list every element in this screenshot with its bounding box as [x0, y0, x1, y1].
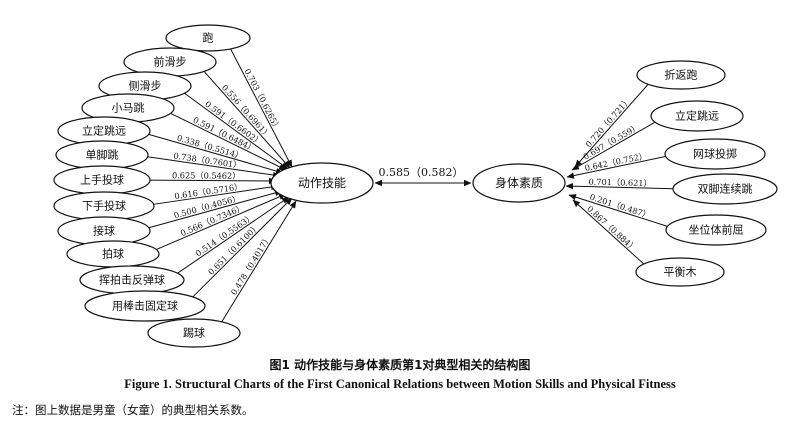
right-node-2-label: 立定跳远 [675, 109, 719, 123]
left-node-13: 踢球 [147, 318, 241, 348]
right-node-1: 折返跑 [636, 60, 726, 90]
left-node-2: 前滑步 [123, 47, 217, 77]
right-node-5-label: 坐位体前屈 [689, 223, 744, 237]
left-node-13-label: 踢球 [183, 326, 205, 340]
left-node-5-label: 立定跳远 [82, 124, 126, 138]
right-node-2-ellipse [650, 100, 744, 132]
edge-left-12 [192, 197, 293, 298]
edge-layer [146, 48, 675, 323]
right-node-1-label: 折返跑 [665, 68, 698, 82]
edge-right-3 [566, 155, 667, 179]
coefficient-layer: 0.703（0.6265）0.556（0.6961）0.591（0.6602）0… [172, 67, 652, 297]
motion-skill-node: 动作技能 [270, 162, 374, 204]
edge-right-2 [571, 121, 656, 171]
left-node-8: 下手投球 [53, 191, 155, 221]
right-node-3-label: 网球投掷 [693, 147, 737, 161]
left-node-12-ellipse [84, 290, 206, 322]
edge-left-2 [203, 70, 291, 169]
edge-left-6 [146, 156, 281, 179]
left-node-9-label: 接球 [93, 224, 115, 238]
left-node-7-label: 上手投球 [80, 173, 124, 187]
edge-right-6 [572, 199, 645, 265]
figure-note: 注：图上数据是男童（女童）的典型相关系数。 [12, 403, 254, 417]
left-node-12: 用棒击固定球 [84, 290, 206, 322]
right-node-1-ellipse [636, 60, 726, 90]
edge-left-1 [230, 48, 293, 168]
left-node-6-label: 单脚跳 [86, 148, 119, 162]
edge-left-11 [176, 196, 290, 275]
edge-right-1 [574, 83, 649, 168]
left-node-13-ellipse [147, 318, 241, 348]
right-node-6: 平衡木 [635, 257, 725, 287]
left-node-4: 小马跳 [81, 93, 175, 123]
left-node-1-label: 跑 [203, 31, 214, 45]
node-layer: 跑前滑步侧滑步小马跳立定跳远单脚跳上手投球下手投球接球拍球挥拍击反弹球用棒击固定… [53, 24, 778, 348]
figure-caption-chinese: 图1 动作技能与身体素质第1对典型相关的结构图 [269, 358, 531, 372]
right-node-3-ellipse [664, 138, 766, 170]
edge-left-10 [155, 193, 287, 251]
right-node-4-ellipse [672, 173, 778, 205]
left-node-5: 立定跳远 [57, 116, 151, 146]
edge-right-5 [568, 194, 669, 228]
right-node-6-label: 平衡木 [664, 266, 697, 279]
left-node-11: 挥拍击反弹球 [79, 265, 185, 295]
right-node-5-ellipse [665, 214, 767, 246]
right-node-3: 网球投掷 [664, 138, 766, 170]
structure-diagram: 跑前滑步侧滑步小马跳立定跳远单脚跳上手投球下手投球接球拍球挥拍击反弹球用棒击固定… [53, 24, 778, 348]
right-node-4: 双脚连续跳 [672, 173, 778, 205]
left-node-4-label: 小马跳 [112, 101, 145, 115]
right-node-4-label: 双脚连续跳 [698, 182, 753, 196]
edge-left-3 [183, 92, 289, 170]
right-node-6-ellipse [635, 257, 725, 287]
left-node-3-label: 侧滑步 [129, 80, 162, 93]
right-node-5: 坐位体前屈 [665, 214, 767, 246]
edge-left-9 [147, 189, 283, 229]
left-node-7: 上手投球 [53, 165, 151, 195]
motion-skill-node-ellipse [270, 162, 374, 204]
left-node-8-label: 下手投球 [82, 199, 126, 213]
left-node-10: 拍球 [66, 240, 160, 268]
edge-left-5 [147, 133, 284, 175]
left-node-10-label: 拍球 [102, 247, 124, 261]
edge-left-8 [152, 183, 279, 205]
canonical-relation-coef: 0.585（0.582） [379, 166, 464, 179]
left-node-1-ellipse [165, 24, 251, 52]
right-coef-4: 0.701（0.621） [588, 177, 651, 189]
left-node-6: 单脚跳 [55, 140, 149, 170]
figure-caption-english: Figure 1. Structural Charts of the First… [124, 377, 676, 391]
edge-left-13 [221, 200, 297, 323]
edge-right-4 [565, 182, 675, 190]
right-node-2: 立定跳远 [650, 100, 744, 132]
left-node-12-label: 用棒击固定球 [112, 299, 178, 313]
edge-left-4 [169, 112, 287, 171]
physical-fitness-node-label: 身体素质 [495, 175, 543, 190]
left-node-2-label: 前滑步 [154, 55, 187, 69]
motion-skill-node-label: 动作技能 [298, 176, 346, 190]
left-coef-7: 0.625（0.5462） [172, 170, 241, 180]
left-node-11-label: 挥拍击反弹球 [99, 273, 165, 287]
edge-left-7 [149, 177, 277, 185]
left-node-1: 跑 [165, 24, 251, 52]
physical-fitness-node: 身体素质 [472, 163, 566, 203]
physical-fitness-node-ellipse [472, 163, 566, 203]
